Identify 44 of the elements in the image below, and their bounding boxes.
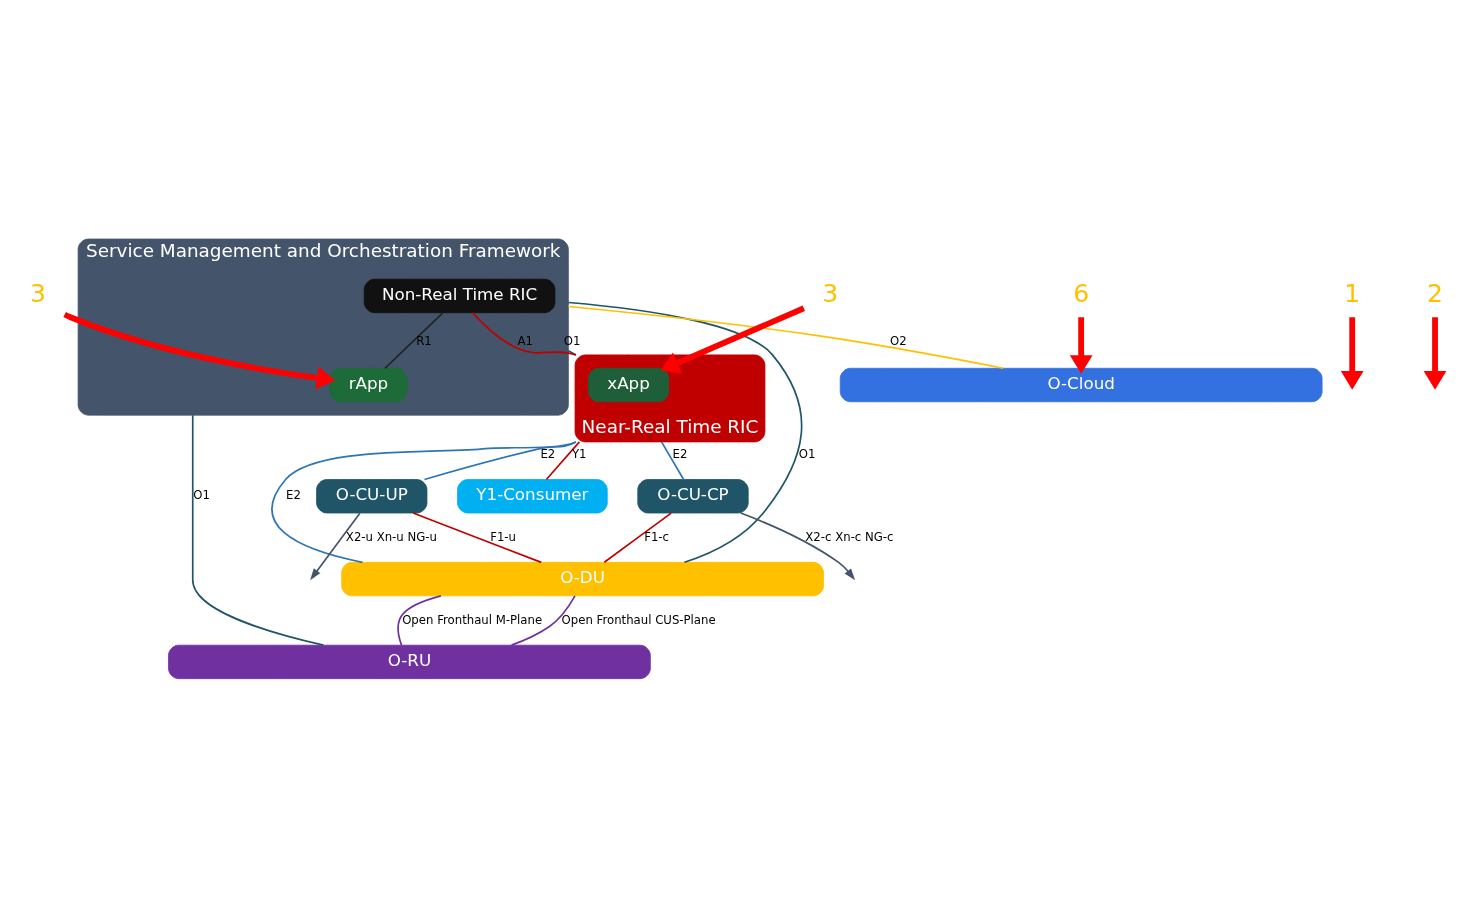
arrow — [310, 512, 361, 581]
edge-label: A1 — [517, 334, 533, 349]
edge-label: X2-c Xn-c NG-c — [805, 529, 894, 544]
edge-label: O2 — [890, 334, 907, 349]
connector — [191, 414, 325, 646]
node-box: Non-Real Time RIC — [363, 278, 556, 314]
edge-label: O1 — [193, 488, 210, 503]
node-text: 1 — [1344, 279, 1361, 309]
edge-label: F1-c — [644, 529, 670, 544]
arrow — [660, 305, 805, 374]
connector — [510, 595, 576, 646]
edge-label: Open Fronthaul M-Plane — [402, 612, 543, 627]
arrow — [1340, 317, 1364, 390]
edge-label: E2 — [540, 446, 556, 461]
node-box: O-CU-CP — [637, 479, 749, 514]
node-box: O-DU — [341, 561, 824, 597]
connector — [603, 512, 672, 564]
node-box: Y1-Consumer — [457, 479, 608, 514]
edge-label: X2-u Xn-u NG-u — [345, 529, 437, 544]
arrow — [739, 512, 856, 581]
node-box: rApp — [329, 367, 408, 403]
node-box: O-CU-UP — [316, 479, 428, 514]
connector — [384, 311, 444, 370]
node-text: 2 — [1427, 279, 1444, 309]
connector — [660, 441, 685, 481]
connector — [397, 595, 442, 646]
edge-label: R1 — [416, 334, 432, 349]
node-box: O-Cloud — [839, 367, 1323, 403]
arrow — [1423, 317, 1447, 390]
node-box: xApp — [588, 367, 670, 403]
node-text: 3 — [822, 279, 839, 309]
connector — [545, 441, 581, 481]
node-box: O-RU — [168, 644, 651, 680]
edge-label: F1-u — [490, 529, 517, 544]
edge-label: E2 — [286, 488, 301, 503]
arrow — [1069, 317, 1093, 374]
edge-label: Y1 — [571, 446, 587, 461]
connector — [412, 512, 543, 564]
node-text: 3 — [29, 279, 46, 309]
edge-label: E2 — [672, 446, 688, 461]
edge-label: O1 — [798, 446, 816, 461]
node-text: 6 — [1073, 279, 1090, 309]
edge-label: Open Fronthaul CUS-Plane — [561, 612, 716, 627]
connector — [271, 441, 577, 564]
